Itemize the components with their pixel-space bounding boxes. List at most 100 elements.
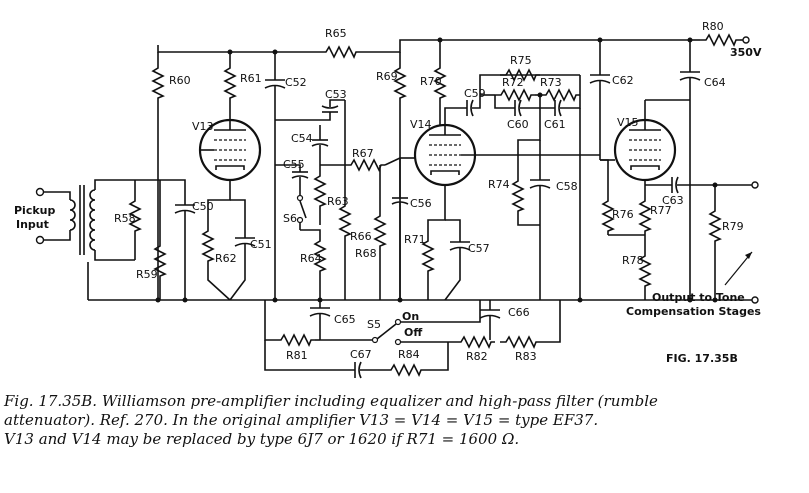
input-label: Input [16,218,49,231]
svg-text:C53: C53 [325,88,347,101]
svg-text:R67: R67 [352,147,374,160]
capacitor-c55: C55 [275,158,309,195]
svg-text:R61: R61 [240,72,262,85]
capacitor-c63: C63 [645,176,759,207]
svg-text:C67: C67 [350,348,372,361]
svg-text:R66: R66 [350,230,372,243]
resistor-r63: R63 [314,165,349,225]
output-terminal-ground [751,296,759,304]
label-r80: R80 [702,20,724,33]
output-label-1: Output to Tone [652,291,745,304]
svg-text:R71: R71 [404,233,426,246]
svg-text:R60: R60 [169,74,191,87]
svg-text:R82: R82 [466,350,488,363]
svg-text:C50: C50 [192,200,214,213]
resistor-r61: R61 [224,61,262,120]
caption-line-1: Fig. 17.35B. Williamson pre-amplifier in… [4,392,658,410]
svg-text:R63: R63 [327,195,349,208]
svg-text:C64: C64 [704,76,726,89]
resistor-r74: R74 [488,108,541,226]
svg-text:C54: C54 [291,132,313,145]
svg-text:R58: R58 [114,212,136,225]
svg-text:R74: R74 [488,178,510,191]
capacitor-c53: C53 [275,88,347,121]
svg-text:R77: R77 [650,204,672,217]
resistor-r70: R70 [420,61,446,125]
svg-text:R79: R79 [722,220,744,233]
svg-text:R81: R81 [286,349,308,362]
tube-v13: V13 [192,118,262,182]
figure-tag: FIG. 17.35B [666,352,738,365]
tube-v14: V14 [400,118,477,187]
capacitor-c51: C51 [229,199,272,301]
capacitor-c59: C59 [444,74,580,125]
resistor-r64: R64 [299,223,326,300]
svg-text:R59: R59 [136,268,158,281]
svg-text:C60: C60 [507,118,529,131]
svg-text:S5: S5 [367,318,381,331]
switch-s5: S5 On Off [320,300,481,346]
tube-v15: V15 [600,99,690,182]
resistor-r83: R83 [499,300,561,363]
label-r65: R65 [325,27,347,40]
svg-text:C58: C58 [556,180,578,193]
b-plus-rail [157,34,750,62]
resistor-r76: R76 [600,159,645,236]
svg-text:V14: V14 [410,118,432,131]
resistor-r67: R67 [320,147,401,171]
capacitor-c52: C52 [264,62,307,300]
caption-line-3: V13 and V14 may be replaced by type 6J7 … [4,430,520,448]
capacitor-c60: C60 [494,95,540,131]
input-transformer [35,179,135,300]
resistor-r77: R77 [639,180,672,250]
svg-text:Off: Off [404,326,422,339]
capacitor-c66: C66 [479,300,530,340]
svg-text:C55: C55 [283,158,305,171]
resistor-r81: R81 [264,300,320,362]
svg-text:S6: S6 [283,212,297,225]
svg-text:C52: C52 [285,76,307,89]
resistor-r79: R79 [709,185,744,300]
svg-text:C66: C66 [508,306,530,319]
resistor-r59: R59 [135,179,166,300]
resistor-r62: R62 [202,180,237,301]
svg-text:C62: C62 [612,74,634,87]
resistor-r82: R82 [401,336,496,363]
schematic-diagram: R60 R61 C52 R65 R69 R70 C62 C64 R80 350V [14,20,762,379]
switch-s6: S6 [283,194,307,225]
svg-text:R72: R72 [502,76,524,89]
svg-text:C63: C63 [662,194,684,207]
svg-text:C56: C56 [410,197,432,210]
resistor-r71: R71 [404,185,446,300]
resistor-r78: R78 [622,249,651,300]
capacitor-c62: C62 [589,62,634,160]
capacitor-c64: C64 [679,62,726,300]
svg-text:R64: R64 [300,252,322,265]
svg-text:R78: R78 [622,254,644,267]
svg-text:R76: R76 [612,208,634,221]
svg-text:C57: C57 [468,242,490,255]
capacitor-c54: C54 [291,125,329,165]
svg-text:V15: V15 [617,116,639,129]
svg-text:R69: R69 [376,70,398,83]
resistor-r58: R58 [114,180,141,260]
resistor-r73: R73 [539,75,581,101]
output-label-2: Compensation Stages [626,305,761,318]
svg-text:R75: R75 [510,54,532,67]
svg-text:V13: V13 [192,120,214,133]
svg-text:R73: R73 [540,76,562,89]
resistor-r75: R75 [499,54,541,81]
resistor-r68: R68 [355,165,386,300]
svg-text:R84: R84 [398,348,420,361]
pickup-label: Pickup [14,204,55,217]
capacitor-c58: C58 [529,140,578,225]
resistor-r72: R72 [480,76,540,101]
figure-caption: Fig. 17.35B. Williamson pre-amplifier in… [4,392,804,449]
svg-text:R70: R70 [420,75,442,88]
resistor-r84: R84 [360,342,449,376]
resistor-r66: R66 [339,100,372,300]
svg-text:R83: R83 [515,350,537,363]
label-350v: 350V [730,46,762,59]
caption-line-2: attenuator). Ref. 270. In the original a… [4,411,599,429]
svg-text:C51: C51 [250,238,272,251]
